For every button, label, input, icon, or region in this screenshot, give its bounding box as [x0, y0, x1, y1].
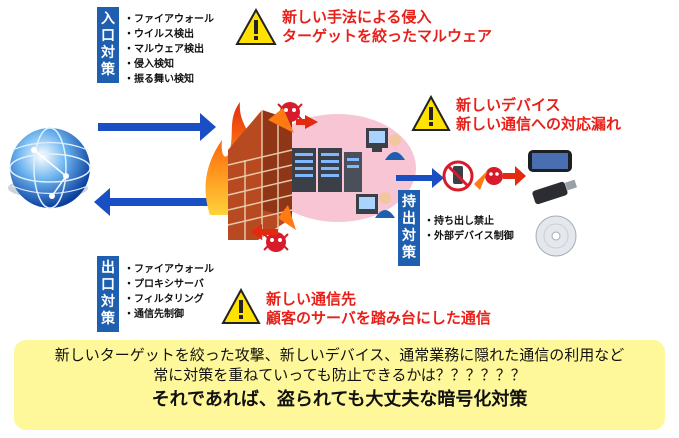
list-item: プロキシサーバ [124, 277, 214, 292]
warning-line: 新しい手法による侵入 [282, 8, 432, 26]
server-icon [292, 148, 362, 192]
summary-line-1: 新しいターゲットを絞った攻撃、新しいデバイス、通常業務に隠れた通信の利用など [54, 346, 625, 364]
outbound-arrow [94, 188, 210, 216]
list-item: 通信先制御 [124, 307, 214, 322]
smartphone-icon [528, 150, 572, 172]
warning-line: 新しい通信先 [266, 290, 357, 308]
list-item: ファイアウォール [124, 262, 214, 277]
list-item: 外部デバイス制御 [424, 229, 514, 244]
usb-icon [532, 179, 577, 205]
warning-icon [235, 7, 277, 45]
warning-line: 顧客のサーバを踏み台にした通信 [266, 309, 491, 327]
outbound-list: ファイアウォール プロキシサーバ フィルタリング 通信先制御 [124, 262, 214, 322]
label-char: 対 [101, 294, 115, 310]
label-char: 策 [101, 311, 115, 327]
list-item: 振る舞い検知 [124, 72, 214, 87]
takeout-list: 持ち出し禁止 外部デバイス制御 [424, 214, 514, 244]
list-item: 持ち出し禁止 [424, 214, 514, 229]
label-char: 出 [101, 260, 115, 276]
warning-new-device: 新しいデバイス 新しい通信への対応漏れ [456, 96, 621, 134]
no-phone-icon [442, 160, 474, 192]
outbound-label: 出 口 対 策 [97, 256, 119, 332]
takeout-label: 持 出 対 策 [398, 190, 420, 266]
label-char: 策 [402, 245, 416, 261]
malware-icon [268, 102, 318, 133]
summary-line-2: 常に対策を重ねていっても防止できるかは？？？？？？ [153, 366, 526, 384]
malware-icon [474, 166, 526, 190]
globe-icon [8, 127, 91, 209]
warning-line: ターゲットを絞ったマルウェア [282, 27, 493, 45]
inbound-label: 入 口 対 策 [97, 7, 119, 83]
warning-new-attack: 新しい手法による侵入 ターゲットを絞ったマルウェア [282, 8, 492, 46]
summary-conclusion: それであれば、盗られても大丈夫な暗号化対策 [151, 389, 528, 410]
cd-icon [535, 215, 577, 257]
list-item: ファイアウォール [124, 12, 214, 27]
inbound-arrow [98, 113, 216, 141]
label-char: 口 [101, 28, 115, 44]
label-char: 出 [402, 211, 416, 227]
label-char: 口 [101, 277, 115, 293]
label-char: 策 [101, 62, 115, 78]
list-item: マルウェア検出 [124, 42, 214, 57]
label-char: 持 [402, 194, 416, 210]
warning-icon [411, 94, 451, 131]
malware-icon [250, 205, 296, 252]
user-pc-icon [356, 192, 395, 218]
user-pc-icon [366, 128, 405, 160]
inbound-list: ファイアウォール ウイルス検出 マルウェア検出 侵入検知 振る舞い検知 [124, 12, 214, 87]
warning-icon [221, 287, 261, 324]
warning-new-destination: 新しい通信先 顧客のサーバを踏み台にした通信 [266, 290, 491, 328]
warning-line: 新しい通信への対応漏れ [456, 115, 622, 133]
label-char: 入 [101, 11, 115, 27]
summary-box: 新しいターゲットを絞った攻撃、新しいデバイス、通常業務に隠れた通信の利用など 常… [14, 340, 665, 430]
label-char: 対 [101, 45, 115, 61]
list-item: 侵入検知 [124, 57, 214, 72]
label-char: 対 [402, 228, 416, 244]
warning-line: 新しいデバイス [456, 96, 561, 114]
list-item: フィルタリング [124, 292, 214, 307]
firewall-icon [227, 110, 293, 240]
list-item: ウイルス検出 [124, 27, 214, 42]
takeout-arrow [396, 168, 444, 188]
